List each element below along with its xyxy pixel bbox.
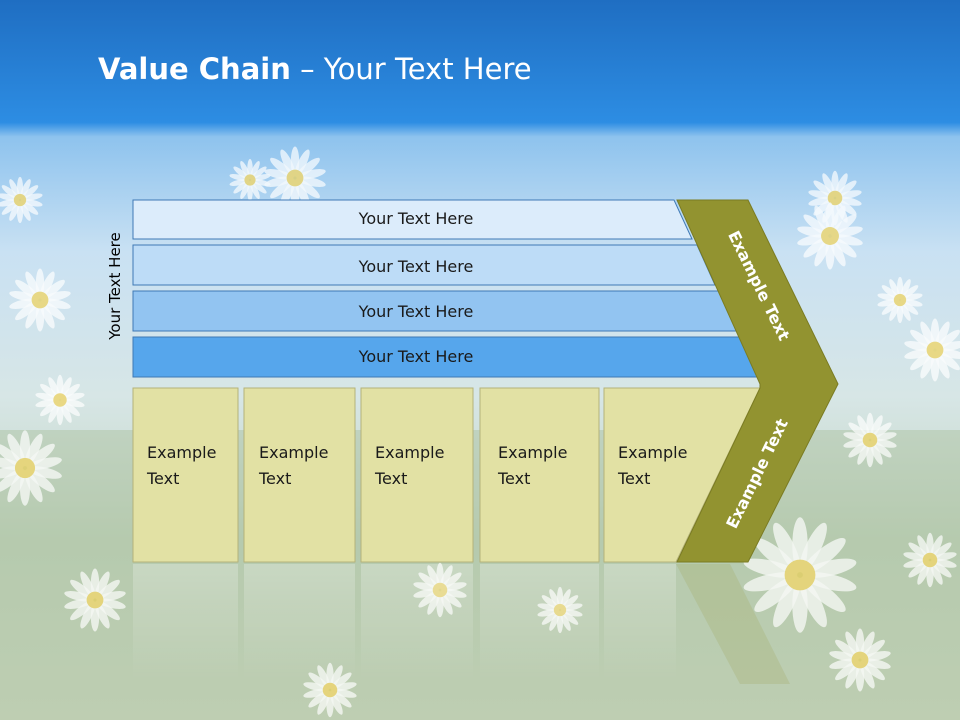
primary-box: Example Text — [603, 387, 761, 563]
support-row-label: Your Text Here — [358, 347, 474, 366]
daisy-flower — [0, 176, 43, 224]
support-row-bar — [132, 199, 693, 240]
support-row-label: Your Text Here — [358, 302, 474, 321]
daisy-flower — [35, 374, 85, 426]
daisy-flower — [797, 202, 863, 270]
primary-box-line2: Text — [258, 469, 291, 488]
daisy-flower — [903, 532, 957, 588]
daisy-flower — [829, 628, 891, 692]
primary-box-line2: Text — [146, 469, 179, 488]
daisy-flower — [64, 568, 126, 632]
daisy-flower — [843, 412, 897, 468]
daisy-flower — [0, 430, 62, 506]
support-row: Your Text Here — [132, 199, 693, 240]
primary-box-line1: Example — [375, 443, 444, 462]
primary-box-line1: Example — [259, 443, 328, 462]
primary-box-line2: Text — [617, 469, 650, 488]
daisy-flower — [743, 517, 857, 633]
daisy-flower — [9, 268, 71, 332]
support-row: Your Text Here — [132, 336, 764, 378]
primary-box: Example Text — [132, 387, 239, 563]
support-row-label: Your Text Here — [358, 257, 474, 276]
daisy-flower — [904, 318, 960, 382]
title-rest: – Your Text Here — [290, 52, 532, 86]
primary-box: Example Text — [479, 387, 600, 563]
primary-box-line1: Example — [147, 443, 216, 462]
support-row: Your Text Here — [132, 290, 740, 332]
title-bold: Value Chain — [98, 52, 291, 86]
support-row: Your Text Here — [132, 244, 716, 286]
daisy-flower — [229, 159, 271, 201]
primary-box: Example Text — [243, 387, 356, 563]
slide-title: Value Chain – Your Text Here — [98, 52, 532, 86]
primary-box-line2: Text — [497, 469, 530, 488]
boxes-reflection — [133, 564, 790, 684]
primary-box-line1: Example — [498, 443, 567, 462]
daisy-flower — [877, 276, 923, 324]
primary-box-line1: Example — [618, 443, 687, 462]
primary-box-line2: Text — [374, 469, 407, 488]
primary-box: Example Text — [360, 387, 474, 563]
support-row-label: Your Text Here — [358, 209, 474, 228]
